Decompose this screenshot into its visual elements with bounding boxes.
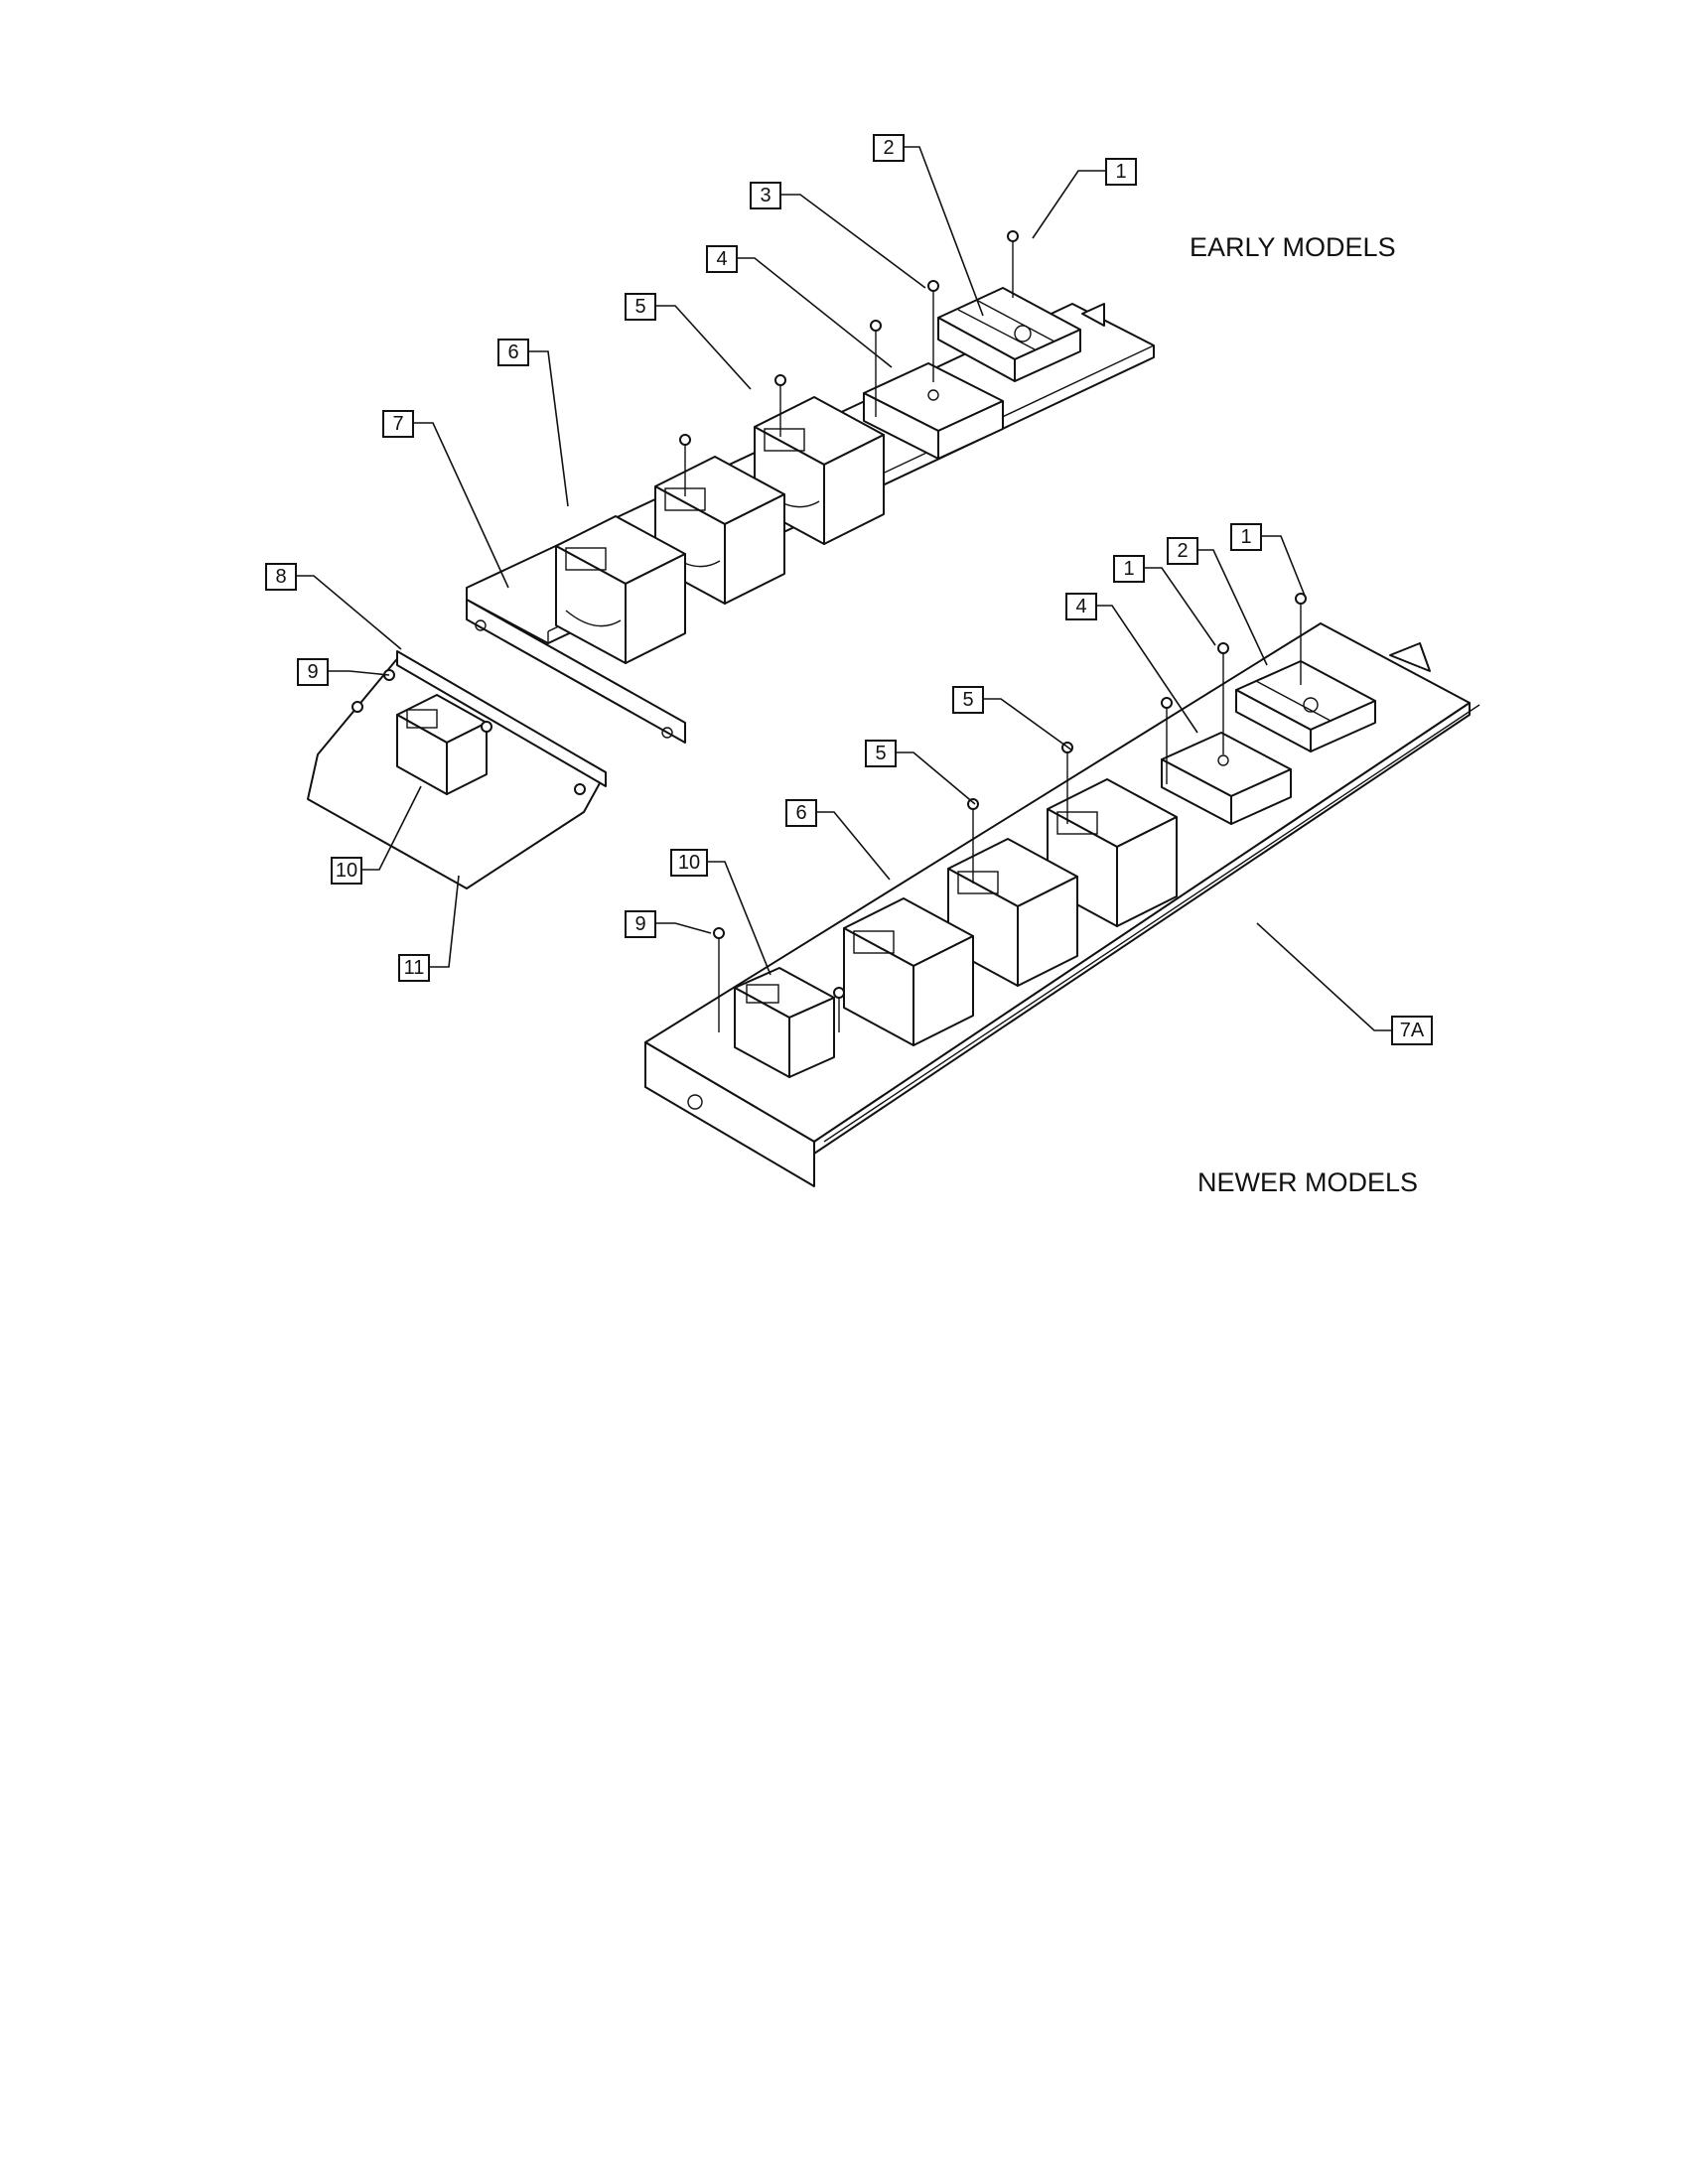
- newer-control-box: [1161, 732, 1292, 825]
- callout-early-4: 4: [706, 245, 738, 273]
- svg-text:5: 5: [962, 689, 973, 711]
- early-end-bracket: [466, 599, 686, 744]
- newer-contactor-left: [843, 897, 974, 1046]
- early-control-box: [863, 362, 1004, 460]
- svg-text:1: 1: [1115, 161, 1126, 183]
- callout-newer-1-a: 1: [1230, 523, 1262, 551]
- newer-transformer: [734, 967, 835, 1078]
- callout-early-10: 10: [331, 857, 362, 885]
- newer-terminal-block: [1235, 660, 1376, 752]
- callout-newer-1-b: 1: [1113, 555, 1145, 583]
- callout-newer-9: 9: [625, 910, 656, 938]
- callout-newer-10: 10: [670, 849, 708, 877]
- svg-text:4: 4: [716, 248, 727, 270]
- early-transformer-plate: [307, 650, 607, 889]
- early-terminal-block: [937, 287, 1081, 382]
- callout-early-3: 3: [750, 182, 781, 209]
- callout-newer-4: 4: [1065, 593, 1097, 620]
- svg-text:6: 6: [507, 341, 518, 363]
- callout-early-2: 2: [873, 134, 905, 162]
- callout-newer-5-b: 5: [865, 740, 897, 767]
- svg-text:6: 6: [795, 802, 806, 824]
- svg-text:3: 3: [760, 185, 771, 206]
- svg-text:11: 11: [404, 957, 425, 979]
- svg-text:8: 8: [275, 566, 286, 588]
- early-models-assembly: [307, 230, 1155, 889]
- early-models-label: EARLY MODELS: [1190, 232, 1396, 262]
- svg-text:9: 9: [634, 913, 645, 935]
- svg-text:1: 1: [1123, 558, 1134, 580]
- callout-newer-7a: 7A: [1391, 1016, 1433, 1045]
- svg-text:2: 2: [883, 137, 894, 159]
- callout-newer-2: 2: [1167, 537, 1198, 565]
- callout-newer-6: 6: [785, 799, 817, 827]
- callout-early-1: 1: [1105, 158, 1137, 186]
- svg-text:10: 10: [336, 860, 357, 882]
- callout-early-6: 6: [497, 339, 529, 366]
- callout-early-9: 9: [297, 658, 329, 686]
- svg-text:7: 7: [392, 413, 403, 435]
- svg-text:4: 4: [1075, 596, 1086, 617]
- callout-early-5: 5: [625, 293, 656, 321]
- early-screws: [679, 230, 1019, 496]
- leader-lines: [296, 146, 1392, 1031]
- early-contactor-middle: [654, 456, 785, 605]
- newer-models-label: NEWER MODELS: [1197, 1167, 1418, 1197]
- svg-text:9: 9: [307, 661, 318, 683]
- svg-text:1: 1: [1240, 526, 1251, 548]
- svg-text:5: 5: [875, 743, 886, 764]
- svg-text:2: 2: [1177, 540, 1188, 562]
- callout-early-8: 8: [265, 563, 297, 591]
- callout-newer-5-a: 5: [952, 686, 984, 714]
- svg-text:7A: 7A: [1400, 1020, 1425, 1041]
- callout-early-11: 11: [398, 954, 430, 982]
- early-contactor-left: [555, 515, 686, 664]
- newer-models-assembly: [644, 593, 1480, 1187]
- svg-text:5: 5: [634, 296, 645, 318]
- callout-early-7: 7: [382, 410, 414, 438]
- svg-text:10: 10: [678, 852, 700, 874]
- callout-boxes: 1 2 3 4 5 6 7 8: [265, 134, 1433, 1045]
- newer-screws: [713, 593, 1307, 1032]
